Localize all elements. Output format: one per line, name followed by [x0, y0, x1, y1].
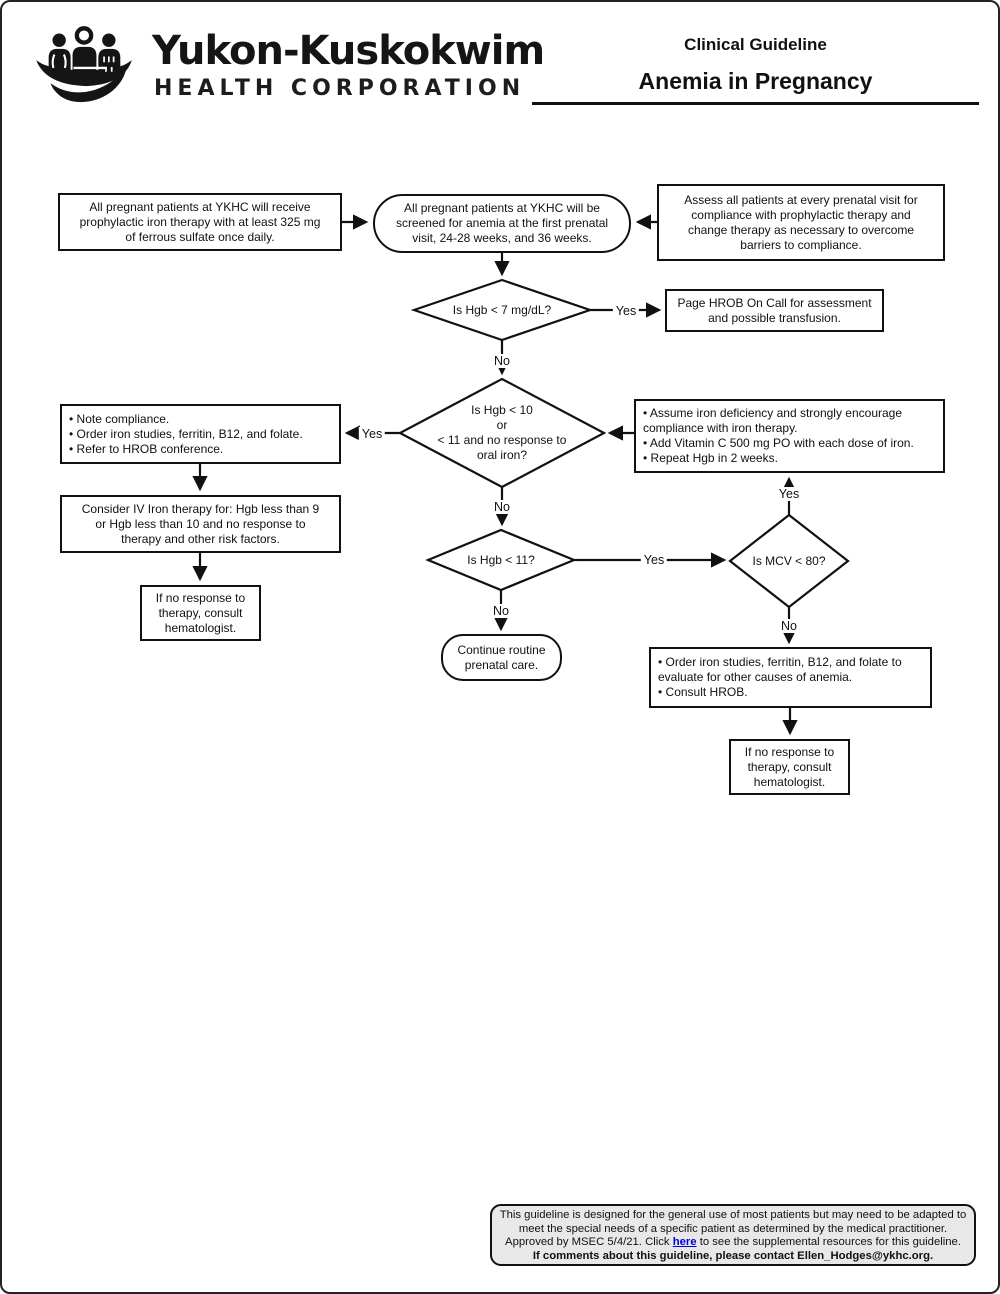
- supplemental-resources-link[interactable]: here: [672, 1236, 697, 1249]
- label-hgb7-no: No: [491, 354, 513, 368]
- header-rule: [532, 102, 979, 105]
- footer-line-1: This guideline is designed for the gener…: [499, 1209, 967, 1221]
- decision-hgb10-label: Is Hgb < 10 or < 11 and no response to o…: [437, 403, 567, 462]
- node-screening: All pregnant patients at YKHC will be sc…: [373, 194, 631, 253]
- guideline-type: Clinical Guideline: [684, 35, 827, 54]
- decision-hgb11-label: Is Hgb < 11?: [467, 552, 535, 567]
- label-hgb10-yes: Yes: [358, 427, 386, 441]
- footer-line-4: If comments about this guideline, please…: [532, 1249, 934, 1262]
- node-consult-hematologist-left: If no response to therapy, consult hemat…: [140, 585, 261, 641]
- decision-hgb11-shape: [425, 528, 577, 592]
- label-hgb10-no: No: [491, 500, 513, 514]
- label-mcv-yes: Yes: [775, 487, 803, 501]
- decision-mcv80-label: Is MCV < 80?: [752, 553, 826, 568]
- decision-hgb10-shape: [397, 377, 607, 489]
- footer-line-2: meet the special needs of a specific pat…: [518, 1222, 948, 1235]
- guideline-title: Anemia in Pregnancy: [638, 68, 873, 94]
- node-consult-hematologist-right: If no response to therapy, consult hemat…: [729, 739, 850, 795]
- decision-mcv80-shape: [728, 513, 850, 609]
- footer-line-3: Approved by MSEC 5/4/21. Click here to s…: [505, 1236, 961, 1249]
- label-mcv-no: No: [778, 619, 800, 633]
- label-hgb11-yes: Yes: [640, 553, 668, 567]
- label-hgb7-yes: Yes: [612, 304, 640, 318]
- node-consider-iv-iron: Consider IV Iron therapy for: Hgb less t…: [60, 495, 341, 553]
- label-hgb11-no: No: [490, 604, 512, 618]
- footer-note: This guideline is designed for the gener…: [490, 1204, 976, 1266]
- node-order-iron-studies: • Order iron studies, ferritin, B12, and…: [649, 647, 932, 708]
- decision-hgb7-shape: [410, 278, 594, 342]
- node-note-compliance: • Note compliance. • Order iron studies,…: [60, 404, 341, 464]
- node-page-hrob: Page HROB On Call for assessment and pos…: [665, 289, 884, 332]
- ykhc-logo-icon: [36, 26, 132, 103]
- node-prophylactic-iron: All pregnant patients at YKHC will recei…: [58, 193, 342, 251]
- node-assess-compliance: Assess all patients at every prenatal vi…: [657, 184, 945, 261]
- node-continue-prenatal-care: Continue routine prenatal care.: [441, 634, 562, 681]
- decision-hgb7-label: Is Hgb < 7 mg/dL?: [452, 302, 552, 317]
- org-subtitle: HEALTH CORPORATION: [154, 76, 526, 101]
- node-assume-iron-deficiency: • Assume iron deficiency and strongly en…: [634, 399, 945, 473]
- org-name: Yukon-Kuskokwim: [152, 28, 545, 74]
